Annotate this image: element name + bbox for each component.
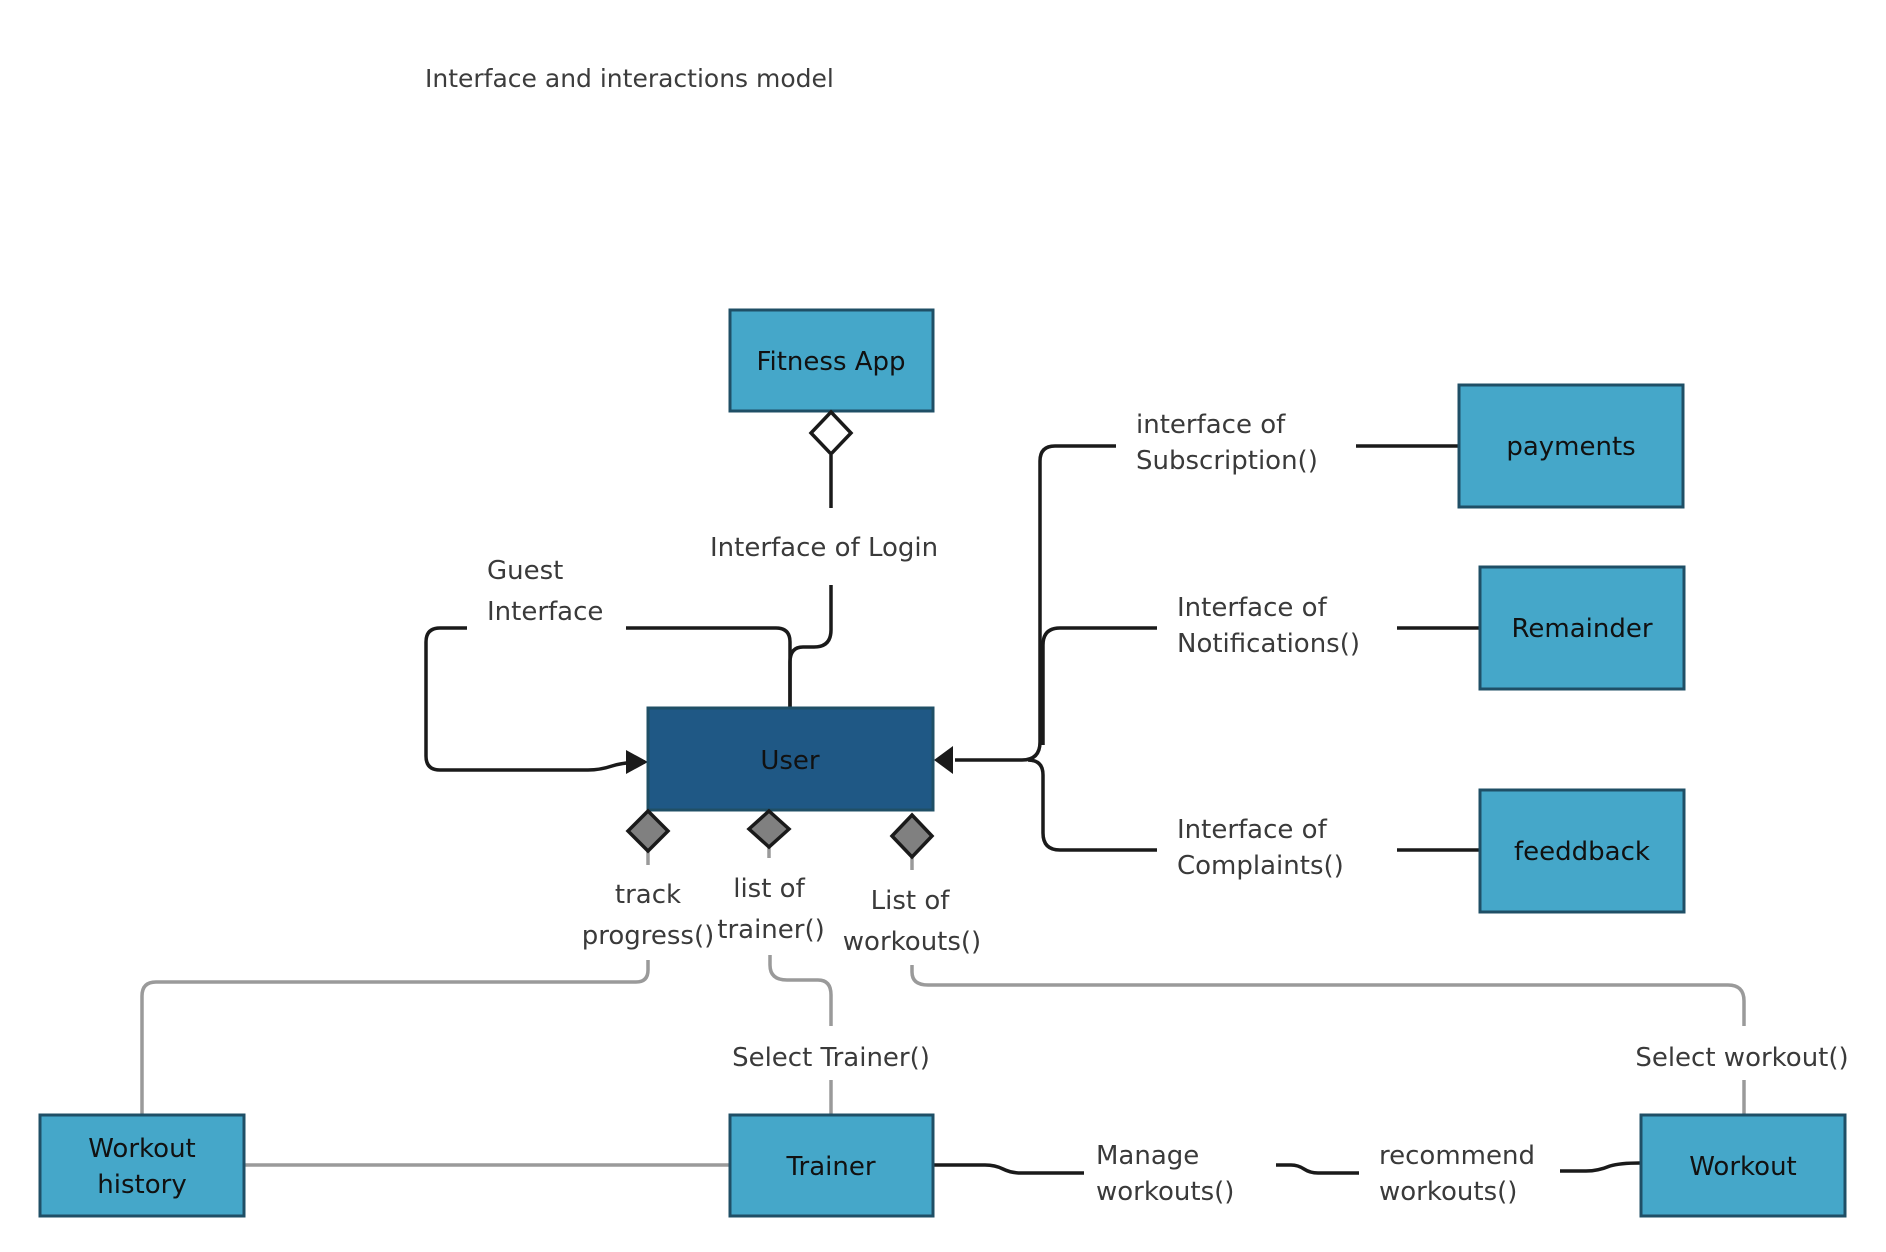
- track-progress-diamond-icon: [625, 808, 671, 854]
- guest-interface-connector-right: [626, 626, 792, 708]
- workout-history-label-line1: Workout: [88, 1134, 196, 1164]
- complaints-label-line2: Complaints(): [1177, 851, 1344, 881]
- subscription-label-line1: interface of: [1136, 410, 1286, 440]
- workout-label: Workout: [1689, 1152, 1797, 1182]
- login-connector-lower: [788, 585, 833, 708]
- notifications-label-line1: Interface of: [1177, 593, 1328, 623]
- manage-workouts-label-line2: workouts(): [1096, 1177, 1234, 1207]
- feedback-node[interactable]: feeddback: [1478, 788, 1686, 914]
- payments-node[interactable]: payments: [1457, 383, 1685, 509]
- login-label: Interface of Login: [710, 533, 938, 563]
- notifications-connector: [1041, 626, 1157, 745]
- track-progress-label-line2: progress(): [582, 921, 715, 951]
- trainer-label: Trainer: [785, 1152, 875, 1182]
- subscription-connector: [955, 444, 1116, 762]
- remainder-label: Remainder: [1511, 614, 1652, 644]
- list-trainer-connector: [768, 955, 833, 1026]
- list-trainer-label-line1: list of: [733, 874, 805, 904]
- guest-interface-connector: [424, 626, 646, 772]
- recommend-workouts-label-line2: workouts(): [1379, 1177, 1517, 1207]
- fitness-app-label: Fitness App: [756, 347, 905, 377]
- list-workouts-connector: [910, 965, 1746, 1026]
- select-trainer-label: Select Trainer(): [732, 1043, 930, 1073]
- trainer-manage-line: [933, 1163, 1084, 1175]
- guest-label-line2: Interface: [487, 597, 603, 627]
- remainder-node[interactable]: Remainder: [1478, 565, 1686, 691]
- select-workout-label: Select workout(): [1635, 1043, 1848, 1073]
- payments-label: payments: [1506, 432, 1635, 462]
- list-workouts-label-line2: workouts(): [843, 927, 981, 957]
- list-workouts-diamond-icon: [889, 812, 935, 860]
- aggregation-diamond-icon: [808, 409, 854, 457]
- workout-history-label-line2: history: [97, 1170, 186, 1200]
- feedback-label: feeddback: [1514, 837, 1650, 867]
- trainer-node[interactable]: Trainer: [728, 1113, 935, 1218]
- track-progress-label-line1: track: [615, 880, 681, 910]
- user-label: User: [760, 746, 820, 776]
- guest-label-line1: Guest: [487, 556, 563, 586]
- list-trainer-diamond-icon: [746, 808, 792, 850]
- user-right-arrowhead: [934, 746, 953, 774]
- diagram-title: Interface and interactions model: [425, 64, 834, 93]
- subscription-label-line2: Subscription(): [1136, 446, 1318, 476]
- workout-history-node[interactable]: Workout history: [38, 1113, 246, 1218]
- notifications-label-line2: Notifications(): [1177, 629, 1360, 659]
- user-node[interactable]: User: [646, 706, 935, 812]
- fitness-app-node[interactable]: Fitness App: [728, 308, 935, 413]
- recommend-workouts-label-line1: recommend: [1379, 1141, 1535, 1171]
- complaints-connector: [1027, 758, 1157, 852]
- manage-workouts-label-line1: Manage: [1096, 1141, 1199, 1171]
- complaints-label-line1: Interface of: [1177, 815, 1328, 845]
- list-workouts-label-line1: List of: [871, 886, 951, 916]
- list-trainer-label-line2: trainer(): [717, 915, 825, 945]
- manage-recommend-line: [1276, 1163, 1359, 1175]
- guest-arrowhead: [626, 750, 648, 774]
- track-progress-connector: [140, 960, 650, 1115]
- workout-node[interactable]: Workout: [1639, 1113, 1847, 1218]
- recommend-workout-line: [1560, 1161, 1641, 1173]
